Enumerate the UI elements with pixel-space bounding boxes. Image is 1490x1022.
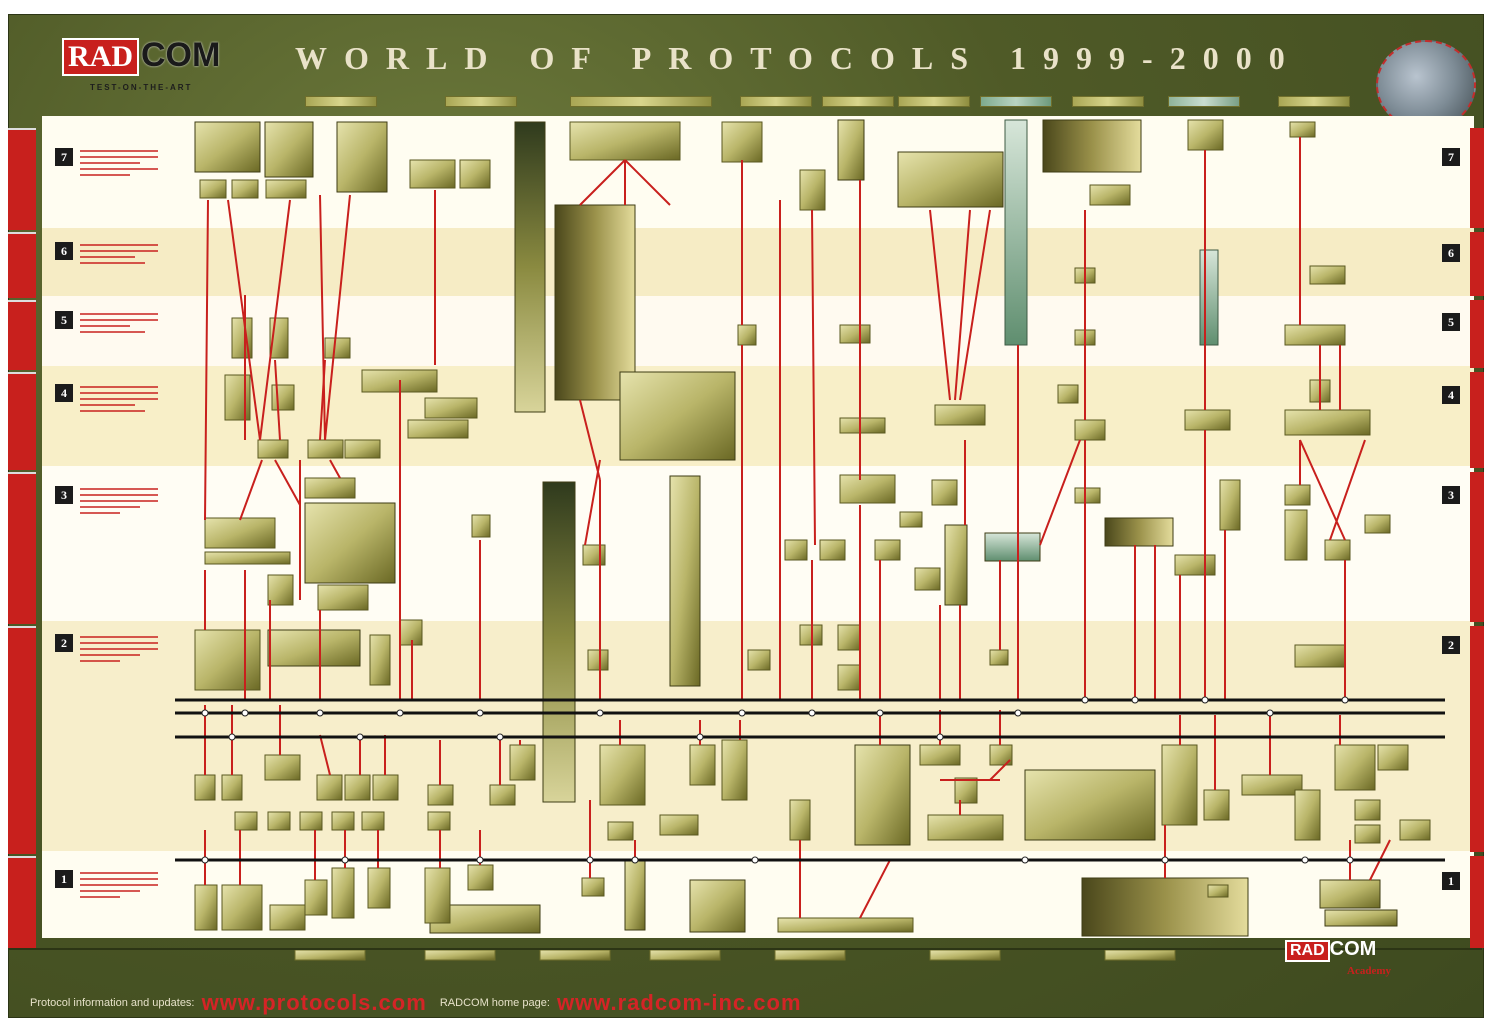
footer: Protocol information and updates: www.pr… <box>30 990 802 1016</box>
protocol-block <box>1105 518 1173 546</box>
protocol-block-group <box>855 745 910 845</box>
footer-home-label: RADCOM home page: <box>440 997 550 1009</box>
protocol-block-group <box>898 152 1003 207</box>
frame-divider <box>8 948 1482 950</box>
protocol-stack-column <box>543 482 575 802</box>
bottom-logo-academy: Academy <box>1347 965 1391 977</box>
protocol-block <box>1320 880 1380 908</box>
bottom-section-labels <box>295 950 1175 960</box>
protocol-block <box>985 533 1040 561</box>
protocol-block-group <box>838 120 864 180</box>
protocols-url-link[interactable]: www.protocols.com <box>202 990 427 1015</box>
footer-protocol-info-label: Protocol information and updates: <box>30 997 195 1009</box>
bottom-logo-com: COM <box>1330 938 1377 961</box>
protocol-block <box>1325 910 1397 926</box>
bottom-logo-rad: RAD <box>1285 940 1330 962</box>
protocol-block-group <box>305 503 395 583</box>
protocol-stack-column-green <box>1005 120 1027 345</box>
protocol-stack-column <box>625 860 645 930</box>
protocol-block-group <box>1043 120 1141 172</box>
protocol-stack-column <box>515 122 545 412</box>
protocol-block-large <box>555 205 635 400</box>
protocol-block-group <box>620 372 735 460</box>
protocol-block-group <box>1025 770 1155 840</box>
protocol-block-group <box>690 880 745 932</box>
protocol-block-group <box>268 630 360 666</box>
protocol-block-group <box>337 122 387 192</box>
radcom-url-link[interactable]: www.radcom-inc.com <box>557 990 802 1015</box>
protocol-stack-column-green <box>1200 250 1218 345</box>
protocol-stack-column <box>945 525 967 605</box>
protocol-stack-column <box>670 476 700 686</box>
protocol-block-group <box>265 122 313 177</box>
protocol-block-group <box>195 122 260 172</box>
